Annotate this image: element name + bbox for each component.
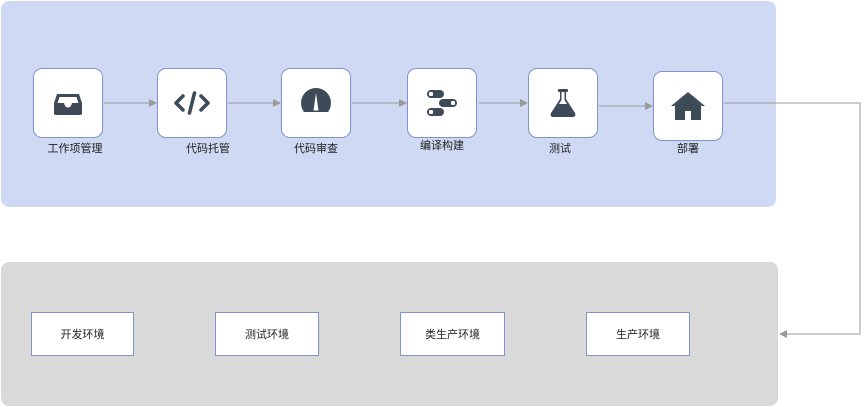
house-icon	[671, 92, 705, 120]
inbox-tray-icon	[54, 94, 82, 115]
step-label-code-hosting: 代码托管	[186, 142, 230, 155]
gauge-icon	[301, 88, 331, 118]
step-label-build: 编译构建	[420, 139, 464, 152]
env-development[interactable]: 开发环境	[31, 312, 134, 356]
code-brackets-icon	[174, 91, 210, 115]
step-label-work-item-management: 工作项管理	[47, 142, 103, 155]
build-flow-icon	[427, 90, 457, 116]
step-label-test: 测试	[549, 142, 571, 155]
step-build[interactable]	[407, 68, 477, 138]
env-staging[interactable]: 类生产环境	[400, 312, 505, 356]
env-production[interactable]: 生产环境	[586, 312, 690, 356]
arrow-deploy-to-environments	[724, 102, 861, 338]
flask-icon	[550, 89, 576, 117]
step-work-item-management[interactable]	[33, 68, 103, 138]
step-label-deploy: 部署	[677, 142, 699, 155]
env-testing[interactable]: 测试环境	[215, 312, 319, 356]
step-code-review[interactable]	[281, 68, 351, 138]
step-code-hosting[interactable]	[157, 68, 227, 138]
step-deploy[interactable]	[653, 71, 723, 141]
step-test[interactable]	[528, 68, 598, 138]
step-label-code-review: 代码审查	[294, 142, 338, 155]
